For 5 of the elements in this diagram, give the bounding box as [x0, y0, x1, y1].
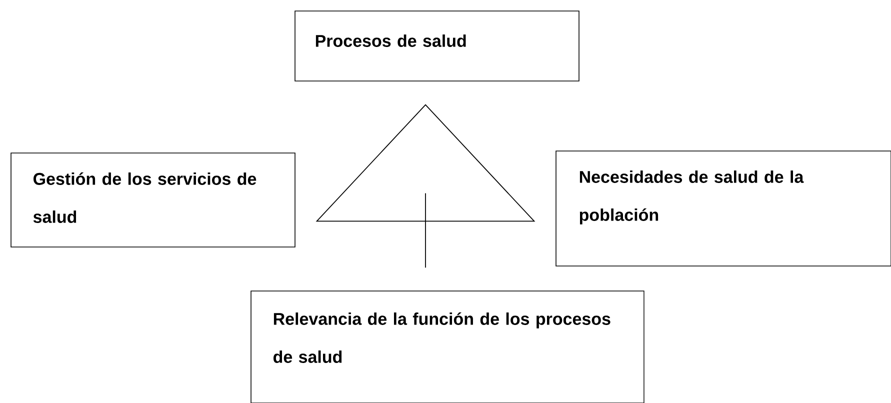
text-box: Procesos de salud — [294, 10, 580, 82]
text-box: Gestión de los servicios de salud — [10, 152, 296, 248]
text-box: Necesidades de salud de la población — [556, 150, 891, 266]
text-box: Relevancia de la función de los procesos de salud — [250, 290, 644, 403]
connector-line — [425, 192, 426, 268]
